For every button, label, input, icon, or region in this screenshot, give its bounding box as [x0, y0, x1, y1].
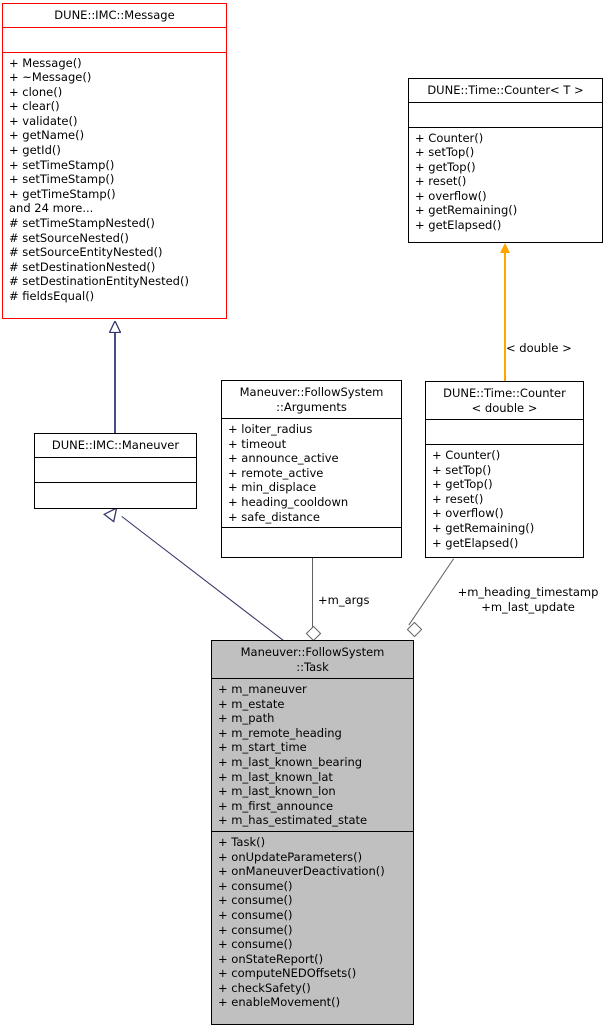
member-row: # setDestinationEntityNested()	[9, 274, 189, 289]
member-row: + m_last_known_bearing	[218, 754, 363, 769]
class-box-dune-time-counter-double[interactable]: DUNE::Time::Counter < double > + Counter…	[425, 381, 584, 558]
member-row: + ~Message()	[9, 70, 92, 85]
member-row: + getRemaining()	[415, 203, 518, 218]
member-row: # setTimeStampNested()	[9, 216, 155, 231]
class-title-dune-time-counter-t: DUNE::Time::Counter< T >	[409, 79, 602, 103]
class-methods-dune-imc-maneuver	[35, 483, 196, 508]
class-attributes-dune-time-counter-double	[426, 420, 583, 445]
member-row: + clone()	[9, 84, 63, 99]
member-row: + overflow()	[432, 506, 504, 521]
aggregation-diamond-args	[305, 625, 322, 642]
member-row: + onStateReport()	[218, 951, 324, 966]
member-row: + min_displace	[228, 480, 317, 495]
member-row: + Counter()	[415, 130, 484, 145]
member-row: # setSourceEntityNested()	[9, 245, 163, 260]
member-row: + Counter()	[432, 448, 501, 462]
class-box-maneuver-followsystem-arguments[interactable]: Maneuver::FollowSystem ::Arguments + loi…	[221, 380, 402, 558]
member-row: + computeNEDOffsets()	[218, 966, 357, 981]
member-row: + getElapsed()	[415, 218, 502, 233]
member-row-more: and 24 more...	[9, 201, 94, 216]
inheritance-arrowhead-message	[108, 318, 122, 334]
edge-label-template-double: < double >	[506, 341, 572, 355]
member-row: + m_path	[218, 711, 275, 726]
member-row: + getElapsed()	[432, 535, 519, 550]
member-row: + consume()	[218, 937, 293, 952]
class-attributes-maneuver-followsystem-task: + m_maneuver + m_estate + m_path + m_rem…	[212, 679, 413, 832]
member-row: + setTop()	[415, 145, 475, 160]
edge-counter-template	[504, 253, 506, 381]
member-row: + getTop()	[415, 159, 476, 174]
class-methods-dune-time-counter-t: + Counter() + setTop() + getTop() + rese…	[409, 128, 602, 236]
member-row: + m_first_announce	[218, 798, 334, 813]
class-title-maneuver-followsystem-arguments: Maneuver::FollowSystem ::Arguments	[222, 381, 401, 419]
member-row: + Message()	[9, 55, 82, 70]
member-row: + checkSafety()	[218, 980, 311, 995]
class-methods-dune-time-counter-double: + Counter() + setTop() + getTop() + rese…	[426, 445, 583, 553]
member-row: + loiter_radius	[228, 422, 313, 436]
class-attributes-dune-imc-message	[3, 28, 226, 53]
member-row: + enableMovement()	[218, 995, 341, 1010]
class-box-dune-imc-message[interactable]: DUNE::IMC::Message + Message() + ~Messag…	[2, 3, 227, 319]
class-title-dune-time-counter-double: DUNE::Time::Counter < double >	[426, 382, 583, 420]
member-row: + consume()	[218, 893, 293, 908]
class-methods-maneuver-followsystem-arguments	[222, 528, 401, 553]
member-row: + clear()	[9, 99, 60, 114]
member-row: + setTimeStamp()	[9, 172, 115, 187]
member-row: + consume()	[218, 922, 293, 937]
member-row: + m_remote_heading	[218, 725, 342, 740]
edge-label-m-args: +m_args	[318, 593, 370, 607]
inheritance-arrowhead-maneuver	[102, 503, 121, 523]
class-attributes-maneuver-followsystem-arguments: + loiter_radius + timeout + announce_act…	[222, 419, 401, 529]
member-row: + reset()	[432, 491, 484, 506]
member-row: # setDestinationNested()	[9, 259, 156, 274]
member-row: + validate()	[9, 113, 78, 128]
member-row: + onUpdateParameters()	[218, 849, 363, 864]
member-row: + remote_active	[228, 465, 324, 480]
member-row: + overflow()	[415, 188, 487, 203]
member-row: # fieldsEqual()	[9, 289, 95, 303]
member-row: + onManeuverDeactivation()	[218, 864, 385, 879]
member-row: + m_has_estimated_state	[218, 813, 368, 828]
member-row: + Task()	[218, 834, 266, 849]
class-title-dune-imc-message: DUNE::IMC::Message	[3, 4, 226, 28]
member-row: + setTop()	[432, 462, 492, 477]
member-row: + reset()	[415, 174, 467, 189]
class-box-dune-time-counter-t[interactable]: DUNE::Time::Counter< T > + Counter() + s…	[408, 78, 603, 243]
member-row: + getRemaining()	[432, 520, 535, 535]
member-row: + heading_cooldown	[228, 494, 349, 509]
member-row: + m_last_known_lat	[218, 769, 333, 784]
member-row: + consume()	[218, 907, 293, 922]
edge-arguments-task	[312, 558, 313, 632]
class-box-maneuver-followsystem-task[interactable]: Maneuver::FollowSystem ::Task + m_maneuv…	[211, 640, 414, 1025]
member-row: + getTop()	[432, 477, 493, 492]
member-row: + getId()	[9, 143, 61, 158]
member-row: + m_estate	[218, 696, 285, 711]
class-title-dune-imc-maneuver: DUNE::IMC::Maneuver	[35, 434, 196, 458]
member-row: + m_start_time	[218, 740, 307, 755]
member-row: + setTimeStamp()	[9, 157, 115, 172]
member-row: + getTimeStamp()	[9, 186, 116, 201]
class-title-maneuver-followsystem-task: Maneuver::FollowSystem ::Task	[212, 641, 413, 679]
edge-message-maneuver	[114, 330, 116, 436]
edge-label-counter-fields: +m_heading_timestamp +m_last_update	[457, 585, 599, 614]
template-arrowhead	[500, 243, 510, 253]
member-row: + m_maneuver	[218, 682, 307, 696]
class-methods-dune-imc-message: + Message() + ~Message() + clone() + cle…	[3, 53, 226, 307]
member-row: + getName()	[9, 128, 85, 143]
class-attributes-dune-imc-maneuver	[35, 458, 196, 483]
class-methods-maneuver-followsystem-task: + Task() + onUpdateParameters() + onMane…	[212, 832, 413, 1013]
member-row: + announce_active	[228, 451, 339, 466]
member-row: + safe_distance	[228, 509, 320, 524]
member-row: + m_last_known_lon	[218, 784, 336, 799]
member-row: + timeout	[228, 436, 287, 451]
member-row: # setSourceNested()	[9, 230, 129, 245]
member-row: + consume()	[218, 878, 293, 893]
class-attributes-dune-time-counter-t	[409, 103, 602, 128]
class-box-dune-imc-maneuver[interactable]: DUNE::IMC::Maneuver	[34, 433, 197, 509]
